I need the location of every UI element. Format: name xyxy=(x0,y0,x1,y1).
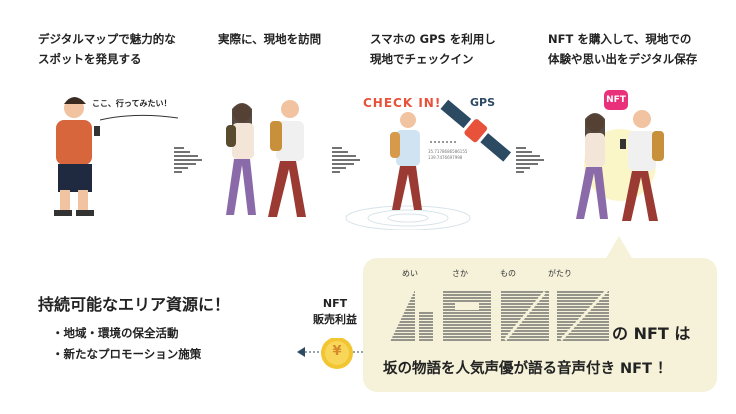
benefit-item: ・新たなプロモーション施策 xyxy=(52,347,202,361)
logo-ruby: さか xyxy=(452,269,468,278)
couple-walking-illustration xyxy=(226,100,306,217)
logo-ruby: がたり xyxy=(548,269,572,278)
logo-meisaka-monogatari xyxy=(390,284,613,342)
arrow-right-icon xyxy=(174,147,202,173)
nft-suffix: の NFT は xyxy=(612,324,691,343)
logo-ruby: もの xyxy=(500,269,516,278)
nft-description: 坂の物語を人気声優が語る音声付き NFT ！ xyxy=(383,361,672,377)
couple-nft-illustration xyxy=(576,110,664,221)
logo-ruby: めい xyxy=(402,269,418,278)
gps-checkin-illustration xyxy=(345,99,512,230)
person-with-phone-illustration xyxy=(54,97,179,216)
speech-text: ここ、行ってみたい！ xyxy=(92,99,172,108)
revenue-flow-arrow xyxy=(297,338,367,369)
yen-coin-icon: ¥ xyxy=(332,344,342,359)
benefit-item: ・地域・環境の保全活動 xyxy=(52,326,179,340)
checkin-label: CHECK IN! xyxy=(363,96,442,110)
step1-caption: デジタルマップで魅力的なスポットを発見する xyxy=(38,32,176,66)
nft-badge: NFT xyxy=(604,90,628,110)
benefit-list: ・地域・環境の保全活動 ・新たなプロモーション施策 xyxy=(52,323,201,365)
step3-caption: スマホの GPS を利用し現地でチェックイン xyxy=(370,32,496,66)
arrow-right-icon xyxy=(332,147,360,173)
bubble-tail xyxy=(605,236,633,260)
gps-label: GPS xyxy=(470,96,496,109)
step4-caption: NFT を購入して、現地での体験や思い出をデジタル保存 xyxy=(548,32,698,66)
sustainable-title: 持続可能なエリア資源に！ xyxy=(38,295,231,314)
arrow-right-icon xyxy=(516,147,544,173)
step2-caption: 実際に、現地を訪問 xyxy=(218,32,322,46)
